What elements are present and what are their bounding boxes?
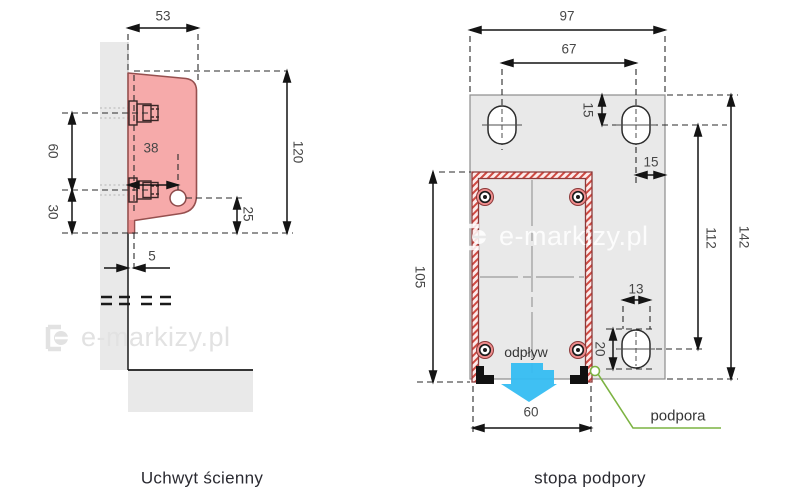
dim-slot-width: 13 xyxy=(628,282,643,297)
dim-slot-height: 20 xyxy=(593,341,608,356)
support-foot-diagram: 97 67 15 15 112 142 105 13 20 60 odpływ … xyxy=(413,9,752,488)
dim-bolt-spacing: 60 xyxy=(46,143,61,158)
left-caption: Uchwyt ścienny xyxy=(141,469,263,488)
dimension-lines-left xyxy=(67,23,292,273)
support-point-marker xyxy=(589,365,601,377)
screw-bosses xyxy=(476,188,587,359)
wall-section xyxy=(100,42,128,370)
support-label: podpora xyxy=(650,408,706,425)
drain-arrow-icon xyxy=(501,363,557,402)
mounting-slots xyxy=(482,105,656,369)
profile-section xyxy=(471,171,593,383)
bracket-body xyxy=(127,72,198,234)
dim-slot-span: 112 xyxy=(704,227,719,249)
floor-section xyxy=(128,370,253,412)
drain-label: odpływ xyxy=(504,344,548,360)
dimension-lines-right xyxy=(428,25,736,433)
bracket-hole xyxy=(169,189,187,207)
right-caption: stopa podpory xyxy=(534,469,646,488)
dim-hole-offset-x: 38 xyxy=(143,141,158,156)
support-leader-line xyxy=(597,373,721,429)
bracket-wall-strip xyxy=(128,220,134,233)
bolt-shank-lines xyxy=(100,107,129,196)
dim-bottom-offset: 30 xyxy=(46,204,61,219)
dim-slot-spacing: 67 xyxy=(561,42,576,57)
dim-top-width: 53 xyxy=(155,9,170,24)
dim-plate-height: 142 xyxy=(737,226,752,249)
profile-centerlines xyxy=(480,180,584,378)
dim-slot-side-offset: 15 xyxy=(643,155,658,170)
dim-profile-height: 105 xyxy=(413,266,428,289)
profile-foot-right xyxy=(570,366,588,384)
dim-slot-top-offset: 15 xyxy=(581,102,596,117)
dim-plate-width: 97 xyxy=(559,9,574,24)
dim-total-height: 120 xyxy=(291,141,306,164)
profile-foot-left xyxy=(476,366,494,384)
wall-break-marks xyxy=(101,295,171,306)
dim-plate-thickness: 5 xyxy=(148,249,156,264)
dim-profile-width: 60 xyxy=(523,405,538,420)
wall-bracket-diagram: 53 60 30 38 25 120 5 Uchwyt ścienny xyxy=(46,9,306,488)
dim-hole-offset-y: 25 xyxy=(241,206,256,221)
